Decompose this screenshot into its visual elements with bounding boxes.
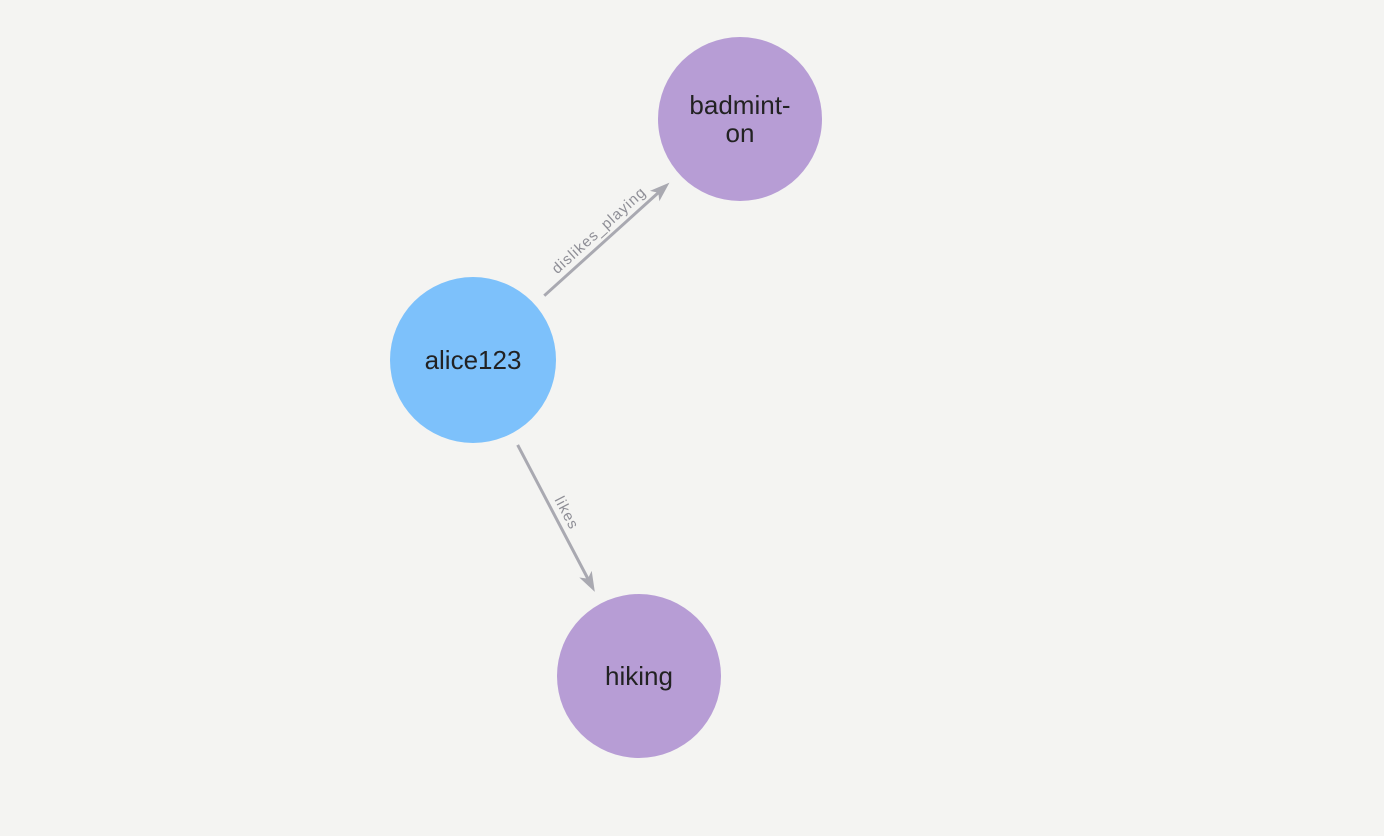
graph-node-alice123[interactable]: alice123 [390,277,556,443]
graph-node-hiking[interactable]: hiking [557,594,721,758]
graph-edge-likes: likes [516,444,595,592]
node-circle[interactable] [658,37,822,201]
edge-arrowhead-icon [579,570,595,592]
graph-edge-dislikes_playing: dislikes_playing [543,182,670,297]
edge-line[interactable] [543,190,661,297]
node-circle[interactable] [390,277,556,443]
node-circle[interactable] [557,594,721,758]
edge-line[interactable] [516,444,590,581]
edge-arrowhead-icon [649,182,670,202]
edge-label: likes [551,494,582,533]
graph-node-badminton[interactable]: badmint-on [658,37,822,201]
edge-label: dislikes_playing [549,184,650,278]
